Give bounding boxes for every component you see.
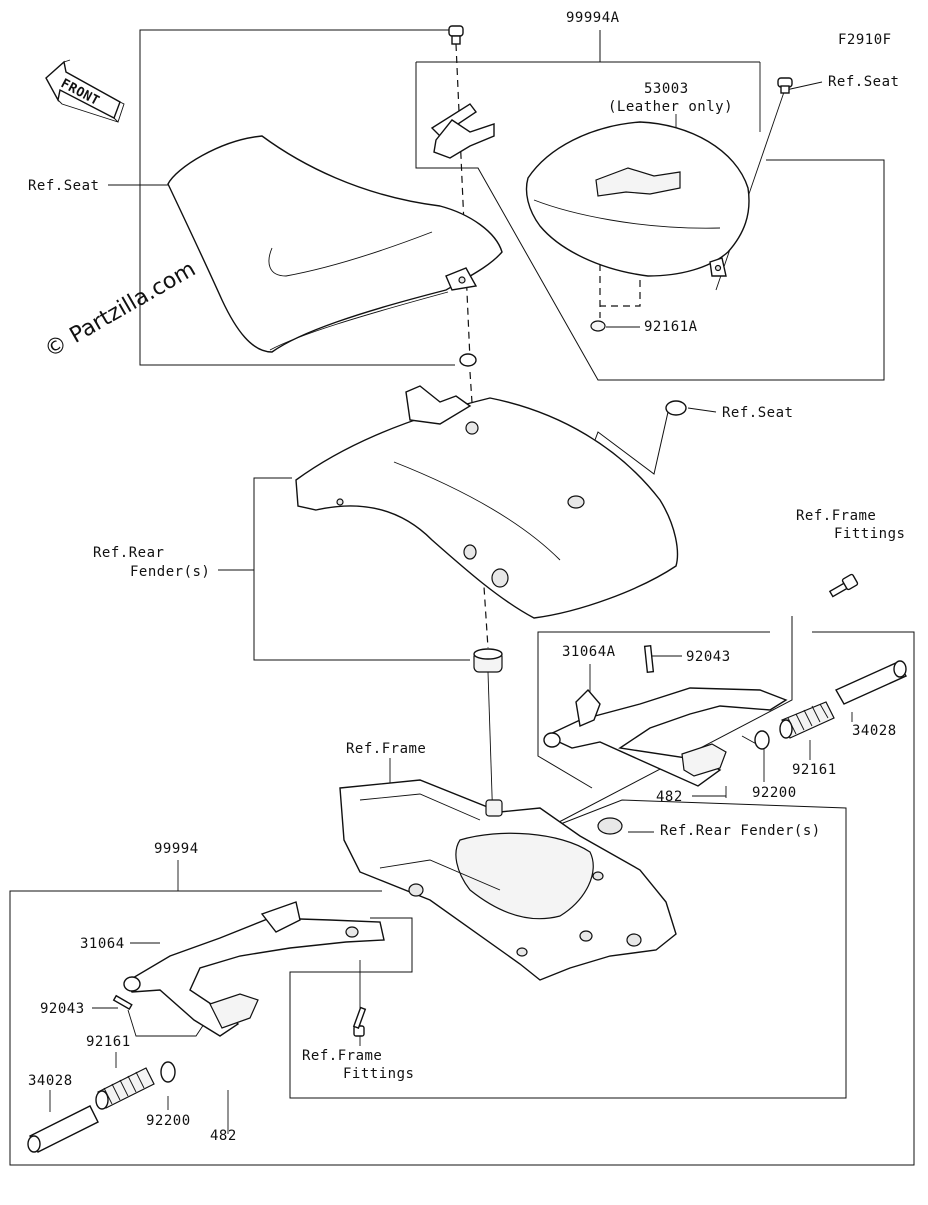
leader-kit-seat-box: [415, 30, 885, 381]
label-bracket-left: 31064: [80, 936, 125, 952]
label-seat-cover-note: (Leather only): [608, 99, 733, 115]
fender-damper-icon: [473, 648, 503, 673]
label-ref-frame: Ref.Frame: [346, 741, 426, 757]
rider-seat-icon: [167, 135, 503, 353]
leader-bolt-to-washer: [715, 91, 785, 291]
label-grip-left: 34028: [28, 1073, 73, 1089]
label-ref-frame-fittings-tr-2: Fittings: [834, 526, 905, 542]
label-damper-right: 92161: [792, 762, 837, 778]
front-arrow-icon: FRONT: [45, 59, 125, 123]
label-ref-rear-fender-right: Ref.Rear Fender(s): [660, 823, 821, 839]
pillion-seat-icon: [525, 121, 750, 277]
label-clip-left: 482: [210, 1128, 237, 1144]
label-pin-right: 92043: [686, 649, 731, 665]
frame-bolt-right-icon: [828, 573, 859, 598]
diagram-code: F2910F: [838, 32, 892, 48]
seat-bolt-right-icon: [777, 77, 793, 94]
seat-bracket-icon: [430, 103, 495, 159]
label-ref-seat-top-right: Ref.Seat: [828, 74, 899, 90]
washer-right-icon: [754, 730, 770, 750]
label-ref-seat-left: Ref.Seat: [28, 178, 99, 194]
label-grip-right: 34028: [852, 723, 897, 739]
frame-bolt-left-icon: [352, 1006, 367, 1037]
damper-92161a-icon: [590, 320, 606, 332]
label-clip-right: 482: [656, 789, 683, 805]
label-kit-seat: 99994A: [566, 10, 620, 26]
label-pin-left: 92043: [40, 1001, 85, 1017]
rear-fender-icon: [295, 385, 679, 619]
label-seat-cover: 53003: [644, 81, 689, 97]
step-bracket-left-icon: [112, 901, 385, 1037]
leader-step-right-box: [9, 631, 915, 1166]
label-washer-left: 92200: [146, 1113, 191, 1129]
step-bracket-right-icon: [543, 644, 788, 787]
label-ref-rear-fender-1: Ref.Rear: [93, 545, 164, 561]
subframe-icon: [339, 779, 677, 981]
leader-ref-seat-washer: [687, 407, 717, 413]
label-damper-92161a: 92161A: [644, 319, 698, 335]
label-ref-frame-fittings-bl-2: Fittings: [343, 1066, 414, 1082]
leader-ref-seat-top-right: [785, 81, 823, 91]
seat-bolt-icon: [448, 25, 464, 45]
label-bracket-right: 31064A: [562, 644, 616, 660]
leader-seat-box: [139, 29, 455, 366]
watermark: © Partzilla.com: [41, 257, 201, 364]
footpeg-left-icon: [27, 1061, 229, 1153]
footpeg-right-icon: [725, 660, 907, 798]
align-bolt-seat: [455, 43, 471, 361]
label-ref-rear-fender-2: Fender(s): [130, 564, 210, 580]
leader-step-inner-box: [289, 616, 847, 1099]
label-damper-left: 92161: [86, 1034, 131, 1050]
label-ref-frame-fittings-bl-1: Ref.Frame: [302, 1048, 382, 1064]
label-kit-step: 99994: [154, 841, 199, 857]
seat-washer-left-icon: [459, 353, 477, 367]
label-ref-seat-washer: Ref.Seat: [722, 405, 793, 421]
label-washer-right: 92200: [752, 785, 797, 801]
seat-washer-right-icon: [665, 400, 687, 416]
washer-left-icon: [160, 1061, 176, 1083]
leader-rear-fender-box: [253, 477, 470, 661]
label-ref-frame-fittings-tr-1: Ref.Frame: [796, 508, 876, 524]
